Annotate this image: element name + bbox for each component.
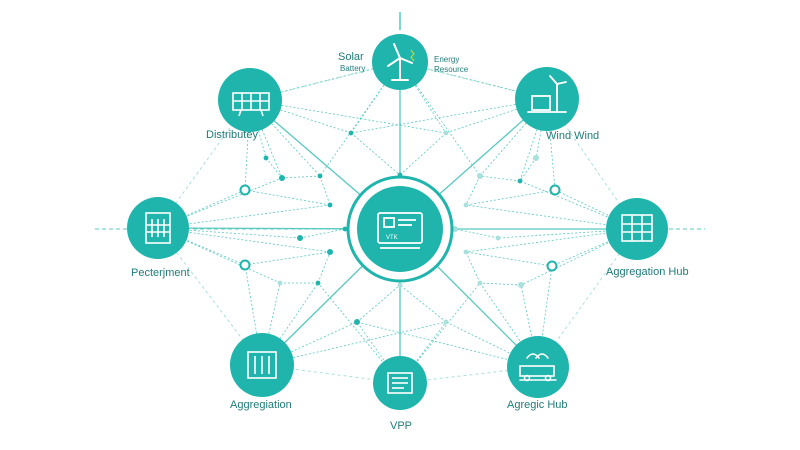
server-rack-icon bbox=[247, 351, 277, 379]
junction-dot bbox=[477, 173, 483, 179]
connection-line bbox=[356, 284, 401, 323]
junction-dot bbox=[315, 280, 321, 286]
label-distributey: Distributey bbox=[206, 129, 258, 141]
junction-dot bbox=[397, 282, 403, 288]
connection-line bbox=[244, 251, 331, 266]
junction-ring bbox=[546, 260, 558, 272]
label-vpp: VPP bbox=[390, 420, 413, 432]
connection-line bbox=[244, 99, 251, 191]
solar-panel-icon bbox=[232, 92, 270, 117]
connection-line bbox=[399, 132, 447, 176]
label-energy: Energy bbox=[434, 55, 460, 64]
node-upper-left[interactable] bbox=[218, 68, 282, 132]
connection-line bbox=[465, 251, 553, 267]
connection-line bbox=[551, 228, 638, 267]
connection-line bbox=[281, 175, 321, 179]
junction-dot bbox=[277, 280, 283, 286]
connection-line bbox=[319, 61, 401, 177]
node-lower-right[interactable] bbox=[507, 336, 569, 398]
center-hub[interactable]: VTK bbox=[346, 175, 454, 283]
junction-dot bbox=[452, 226, 458, 232]
connection-line bbox=[299, 228, 346, 239]
label-battery: Battery bbox=[340, 64, 366, 73]
connection-line bbox=[537, 228, 638, 368]
node-top[interactable] bbox=[372, 34, 428, 90]
label-wind-wind: Wind Wind bbox=[546, 130, 600, 142]
center-chip-text: VTK bbox=[386, 235, 398, 241]
junction-dot bbox=[342, 226, 348, 232]
grid-building-icon bbox=[621, 214, 653, 242]
junction-dot bbox=[348, 130, 354, 136]
connection-line bbox=[497, 228, 638, 239]
junction-dot bbox=[495, 235, 501, 241]
connection-line bbox=[454, 228, 499, 239]
connection-line bbox=[519, 157, 537, 182]
junction-dot bbox=[317, 173, 323, 179]
vehicle-icon bbox=[519, 353, 557, 382]
wind-turbine-icon bbox=[387, 43, 413, 81]
junction-points bbox=[239, 130, 561, 325]
junction-dot bbox=[443, 319, 449, 325]
connection-line bbox=[261, 321, 447, 366]
junction-ring bbox=[239, 184, 251, 196]
connection-line bbox=[265, 157, 283, 179]
junction-dot bbox=[327, 249, 333, 255]
junction-dot bbox=[518, 282, 524, 288]
junction-ring bbox=[549, 184, 561, 196]
connection-line bbox=[157, 227, 263, 366]
label-aggregiation: Aggregiation bbox=[230, 399, 292, 411]
label-solar: Solar bbox=[338, 51, 364, 63]
junction-dot bbox=[517, 178, 523, 184]
node-left[interactable] bbox=[127, 197, 189, 259]
control-unit-icon: VTK bbox=[377, 212, 423, 249]
connection-line bbox=[465, 189, 556, 206]
connection-line bbox=[465, 175, 481, 206]
connection-line bbox=[249, 99, 447, 134]
building-icon bbox=[145, 212, 171, 244]
label-pecterjment: Pecterjment bbox=[131, 267, 190, 279]
connection-line bbox=[399, 284, 447, 323]
junction-dot bbox=[297, 235, 303, 241]
connection-line bbox=[244, 189, 331, 206]
connection-line bbox=[465, 251, 481, 284]
junction-dot bbox=[263, 155, 269, 161]
label-aggregation-hub: Aggregation Hub bbox=[606, 266, 689, 278]
connection-line bbox=[479, 282, 522, 286]
connection-line bbox=[317, 251, 331, 284]
label-agregic-hub: Agregic Hub bbox=[507, 399, 568, 411]
node-right[interactable] bbox=[606, 198, 668, 260]
junction-dot bbox=[463, 202, 469, 208]
junction-ring bbox=[239, 259, 251, 271]
connection-line bbox=[350, 132, 401, 176]
connection-line bbox=[319, 175, 331, 206]
junction-dot bbox=[327, 202, 333, 208]
junction-dot bbox=[354, 319, 360, 325]
node-bottom[interactable] bbox=[373, 356, 427, 410]
junction-dot bbox=[533, 155, 539, 161]
junction-dot bbox=[477, 280, 483, 286]
document-icon bbox=[387, 372, 413, 394]
energy-spark-icon bbox=[410, 49, 415, 62]
connection-line bbox=[399, 228, 539, 368]
node-lower-left[interactable] bbox=[230, 333, 294, 397]
junction-dot bbox=[463, 249, 469, 255]
connection-line bbox=[546, 98, 556, 191]
connection-line bbox=[399, 61, 481, 177]
connection-line bbox=[356, 321, 539, 368]
connection-line bbox=[554, 189, 638, 230]
label-resource: Resource bbox=[434, 65, 469, 74]
wind-barn-icon bbox=[527, 75, 567, 113]
connection-line bbox=[350, 98, 548, 134]
connection-line bbox=[479, 175, 521, 182]
junction-dot bbox=[443, 130, 449, 136]
junction-dot bbox=[279, 175, 285, 181]
node-upper-right[interactable] bbox=[515, 67, 579, 131]
